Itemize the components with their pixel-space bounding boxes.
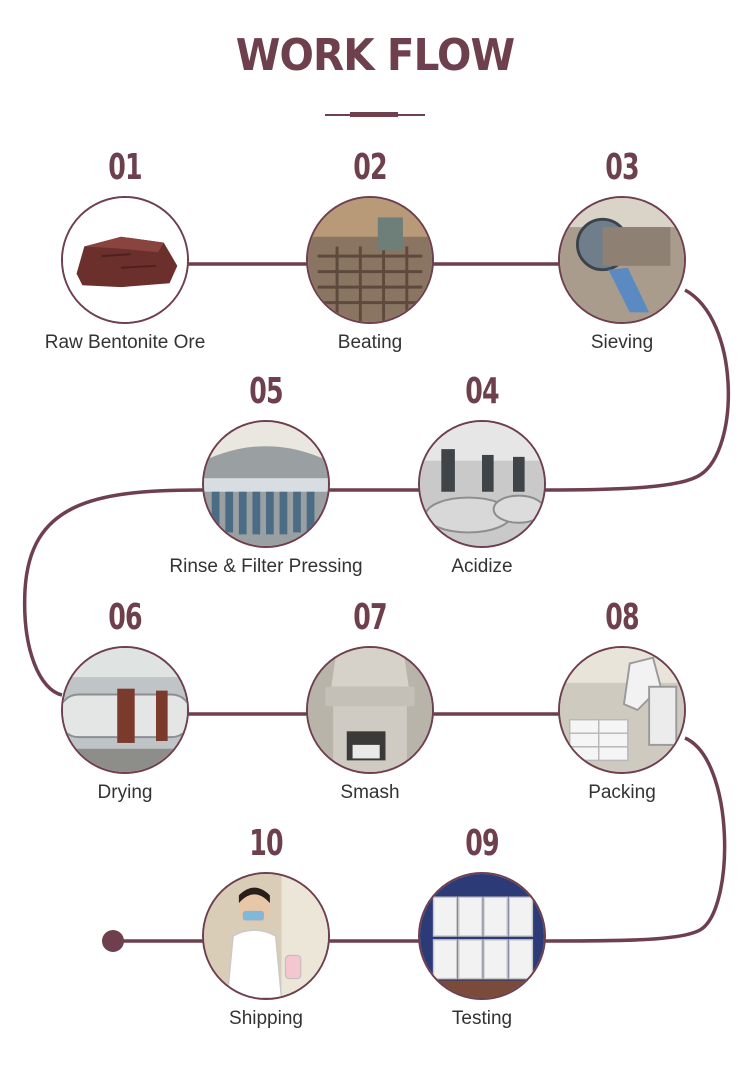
step-05: 05 Rinse & Filter Pressing — [146, 372, 386, 578]
step-label: Rinse & Filter Pressing — [169, 556, 363, 577]
step-number: 01 — [108, 147, 142, 188]
step-07: 07 Smash — [250, 598, 490, 804]
step-09: 09 Testing — [362, 824, 602, 1030]
page-title: WORK FLOW — [235, 30, 515, 81]
step-label: Acidize — [451, 556, 513, 577]
robot-arm-icon — [558, 646, 686, 774]
step-number: 07 — [353, 597, 387, 638]
step-label: Sieving — [590, 332, 654, 353]
title-underline-accent — [350, 112, 398, 117]
step-number: 05 — [249, 371, 283, 412]
step-01: 01 Raw Bentonite Ore — [5, 148, 245, 354]
filter-press-icon — [202, 420, 330, 548]
step-number: 03 — [605, 147, 639, 188]
step-03: 03 Sieving — [502, 148, 742, 354]
step-number: 10 — [249, 823, 283, 864]
acid-tank-icon — [418, 420, 546, 548]
step-label: Beating — [337, 332, 403, 353]
step-number: 08 — [605, 597, 639, 638]
step-number: 04 — [465, 371, 499, 412]
ore-icon — [61, 196, 189, 324]
step-label: Shipping — [229, 1008, 303, 1029]
step-label: Packing — [588, 782, 656, 803]
connector-curve-left — [22, 488, 201, 697]
step-label: Testing — [451, 1008, 513, 1029]
factory-grate-icon — [306, 196, 434, 324]
step-number: 09 — [465, 823, 499, 864]
rotary-dryer-icon — [61, 646, 189, 774]
bag-stack-icon — [418, 872, 546, 1000]
connector-curve-right-1 — [544, 288, 731, 492]
step-02: 02 Beating — [250, 148, 490, 354]
step-number: 02 — [353, 147, 387, 188]
step-08: 08 Packing — [502, 598, 742, 804]
step-10: 10 Shipping — [146, 824, 386, 1030]
lab-technician-icon — [202, 872, 330, 1000]
sieve-machine-icon — [558, 196, 686, 324]
step-04: 04 Acidize — [362, 372, 602, 578]
step-06: 06 Drying — [5, 598, 245, 804]
step-label: Raw Bentonite Ore — [44, 332, 206, 353]
flow-end-dot — [102, 930, 124, 952]
step-label: Smash — [340, 782, 400, 803]
connector-curve-right-2 — [544, 736, 727, 943]
grinding-mill-icon — [306, 646, 434, 774]
step-number: 06 — [108, 597, 142, 638]
step-label: Drying — [97, 782, 153, 803]
